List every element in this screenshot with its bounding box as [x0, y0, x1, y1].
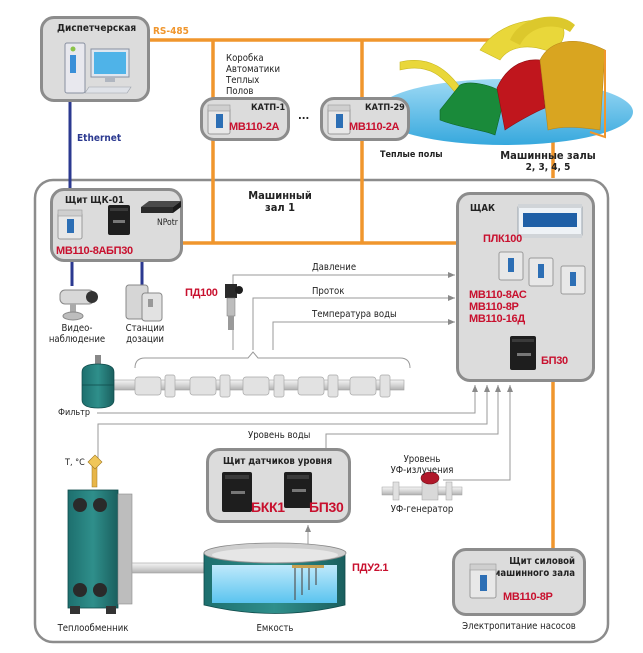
dosing-station-icon [125, 284, 163, 322]
ethernet-line [68, 102, 144, 286]
shk-01-module-2: БП30 [106, 245, 133, 257]
signal-pressure-label: Давление [312, 262, 357, 273]
heat-exchanger-illustration [67, 454, 205, 614]
plc-icon [517, 204, 583, 238]
shak-title: ЩАК [470, 203, 495, 214]
level-panel[interactable]: Щит датчиков уровня БКК1 БП30 [206, 448, 351, 523]
shk-01-module-1: МВ110-8А [56, 245, 107, 257]
katp-ellipsis: ... [298, 109, 310, 122]
level-module-1: БКК1 [251, 499, 285, 515]
power-panel[interactable]: Щит силовой машинного зала МВ110-8Р [452, 548, 586, 616]
uv-generator-label: УФ-генератор [390, 504, 454, 515]
io-module-icon [57, 209, 83, 240]
dispatcher-panel[interactable]: Диспетчерская [40, 16, 150, 102]
video-camera-icon [59, 289, 98, 321]
machine-hall-1-title: Машинный [248, 189, 312, 202]
power-supply-icon [284, 472, 312, 508]
video-label-1: Видео- [61, 323, 93, 334]
power-panel-title-2: машинного зала [493, 568, 575, 579]
shak-module-1: МВ110-8АС [469, 289, 527, 301]
level-panel-title: Щит датчиков уровня [223, 456, 333, 467]
tank-illustration [203, 542, 347, 614]
katp-1-panel[interactable]: КАТП-1 МВ110-2А [200, 97, 290, 141]
shak-panel[interactable]: ЩАК ПЛК100 МВ110-8АС МВ110-8Р МВ110-16Д … [456, 192, 595, 382]
signal-water-level-label: Уровень воды [248, 430, 311, 441]
pressure-sensor-icon [225, 284, 243, 330]
shak-psu-label: БП30 [541, 355, 568, 367]
signal-flow-label: Проток [312, 286, 345, 297]
katp-29-title: КАТП-29 [365, 103, 405, 113]
floor-heating-box-label-1: Коробка [226, 53, 264, 64]
level-module-2: БП30 [309, 499, 344, 515]
power-supply-icon [108, 205, 130, 235]
uv-level-label-1: Уровень [403, 454, 441, 465]
temp-sensor-label: T, °C [65, 458, 85, 468]
heat-exchanger-label: Теплообменник [57, 623, 129, 634]
desktop-computer-icon [64, 42, 132, 94]
katp-29-module: МВ110-2А [349, 121, 400, 133]
floor-heating-box-label-4: Полов [226, 86, 254, 97]
power-panel-caption: Электропитание насосов [462, 621, 576, 632]
network-switch-icon [141, 201, 181, 213]
power-supply-icon [510, 336, 536, 370]
power-panel-title-1: Щит силовой [509, 556, 575, 567]
tank-label: Емкость [256, 623, 294, 634]
tank-sensor-label: ПДУ2.1 [352, 562, 389, 574]
machine-hall-1-subtitle: зал 1 [264, 201, 295, 214]
katp-29-panel[interactable]: КАТП-29 МВ110-2А [320, 97, 410, 141]
katp-1-module: МВ110-2А [229, 121, 280, 133]
floor-heating-box-label-2: Автоматики [226, 64, 281, 75]
power-panel-module: МВ110-8Р [503, 591, 553, 603]
plc-label: ПЛК100 [483, 233, 522, 245]
shak-module-3: МВ110-16Д [469, 313, 525, 325]
io-module-icon [207, 104, 231, 135]
io-modules-group-icon [498, 251, 586, 295]
ethernet-label: Ethernet [77, 133, 122, 144]
video-label-2: наблюдение [48, 334, 106, 345]
shk-01-panel[interactable]: Щит ЩК-01 NPotr МВ110-8А БП30 [50, 188, 183, 262]
network-switch-label: NPotr [157, 218, 178, 228]
dosing-label-2: дозации [126, 334, 164, 345]
floor-heating-box-label-3: Теплых [226, 75, 260, 86]
uv-level-label-2: УФ-излучения [390, 465, 454, 476]
filter-label: Фильтр [58, 408, 91, 418]
dosing-label-1: Станции [125, 323, 165, 334]
rs485-label: RS-485 [153, 26, 189, 37]
machine-halls-title: Машинные залы [500, 149, 596, 162]
io-module-icon [327, 104, 351, 135]
pd100-label: ПД100 [185, 287, 218, 299]
uv-generator-illustration [381, 471, 463, 501]
dispatcher-title: Диспетчерская [57, 23, 137, 34]
io-module-icon [469, 563, 497, 599]
signal-water-temp-label: Температура воды [312, 309, 397, 320]
katp-1-title: КАТП-1 [251, 103, 286, 113]
shak-module-2: МВ110-8Р [469, 301, 519, 313]
shk-01-title: Щит ЩК-01 [65, 195, 125, 206]
machine-hall-1-frame [33, 178, 610, 644]
floor-heating-illustration [377, 16, 633, 145]
machine-halls-numbers: 2, 3, 4, 5 [525, 162, 571, 173]
pipeline [81, 355, 405, 409]
signal-lines [97, 272, 513, 560]
level-relay-icon [222, 472, 252, 512]
floor-heating-caption: Теплые полы [380, 150, 443, 160]
